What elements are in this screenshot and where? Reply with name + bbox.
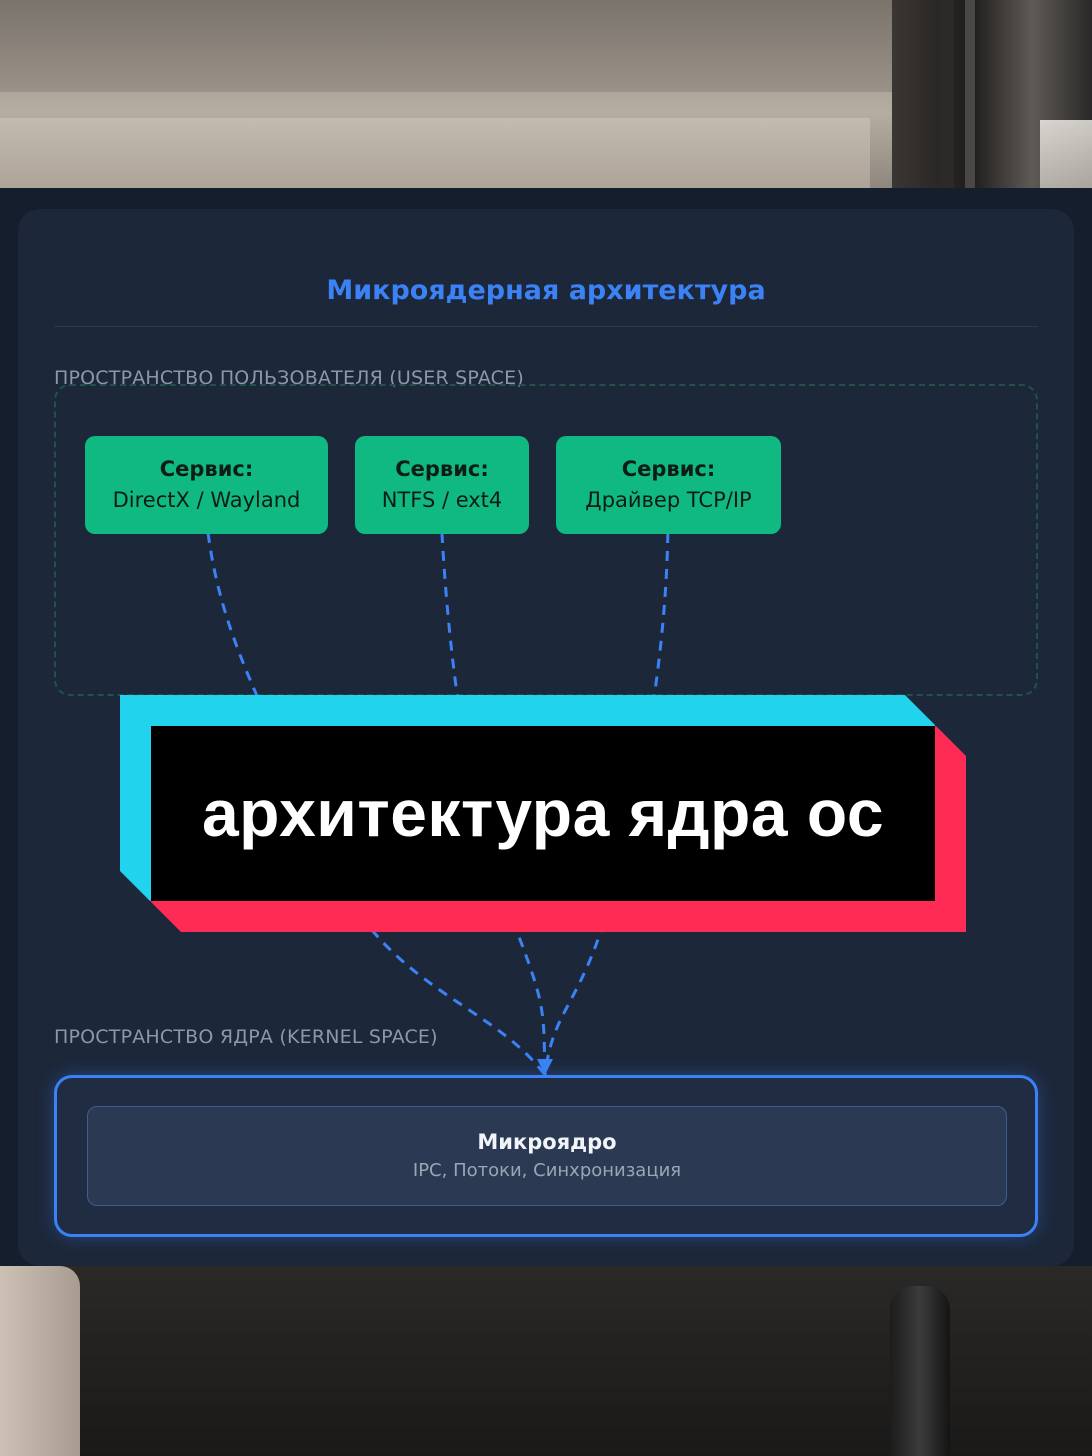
- user-space-label: ПРОСТРАНСТВО ПОЛЬЗОВАТЕЛЯ (USER SPACE): [54, 367, 524, 389]
- lamp-pole: [940, 0, 954, 188]
- person-arm: [0, 1266, 80, 1456]
- service-name: NTFS / ext4: [381, 488, 503, 512]
- service-name: DirectX / Wayland: [112, 488, 301, 512]
- service-network[interactable]: Сервис: Драйвер TCP/IP: [556, 436, 781, 534]
- service-head: Сервис:: [159, 457, 254, 481]
- diagram-title: Микроядерная архитектура: [326, 275, 766, 306]
- microkernel-title: Микроядро: [477, 1130, 617, 1154]
- service-head: Сервис:: [621, 457, 716, 481]
- kernel-space-region: Микроядро IPC, Потоки, Синхронизация: [54, 1075, 1038, 1237]
- tripod: [890, 1286, 950, 1456]
- service-head: Сервис:: [395, 457, 489, 481]
- microkernel-block[interactable]: Микроядро IPC, Потоки, Синхронизация: [87, 1106, 1007, 1206]
- window-ledge: [1040, 120, 1092, 188]
- service-name: Драйвер TCP/IP: [585, 488, 752, 512]
- caption-text: архитектура ядра ос: [201, 776, 885, 850]
- kernel-space-label: ПРОСТРАНСТВО ЯДРА (KERNEL SPACE): [54, 1026, 438, 1048]
- banner-black-layer: [151, 726, 935, 901]
- background-photo-top: [0, 0, 1092, 188]
- caption-banner: архитектура ядра ос: [120, 695, 966, 932]
- link-arrowhead: [537, 1059, 553, 1075]
- link-display-service: [204, 514, 547, 1076]
- service-filesystem[interactable]: Сервис: NTFS / ext4: [355, 436, 529, 534]
- service-display[interactable]: Сервис: DirectX / Wayland: [85, 436, 328, 534]
- microkernel-subtitle: IPC, Потоки, Синхронизация: [412, 1160, 682, 1181]
- lamp-cable: [965, 0, 975, 188]
- ceiling-shelf: [0, 118, 870, 188]
- title-divider: [54, 326, 1038, 327]
- background-photo-bottom: [0, 1266, 1092, 1456]
